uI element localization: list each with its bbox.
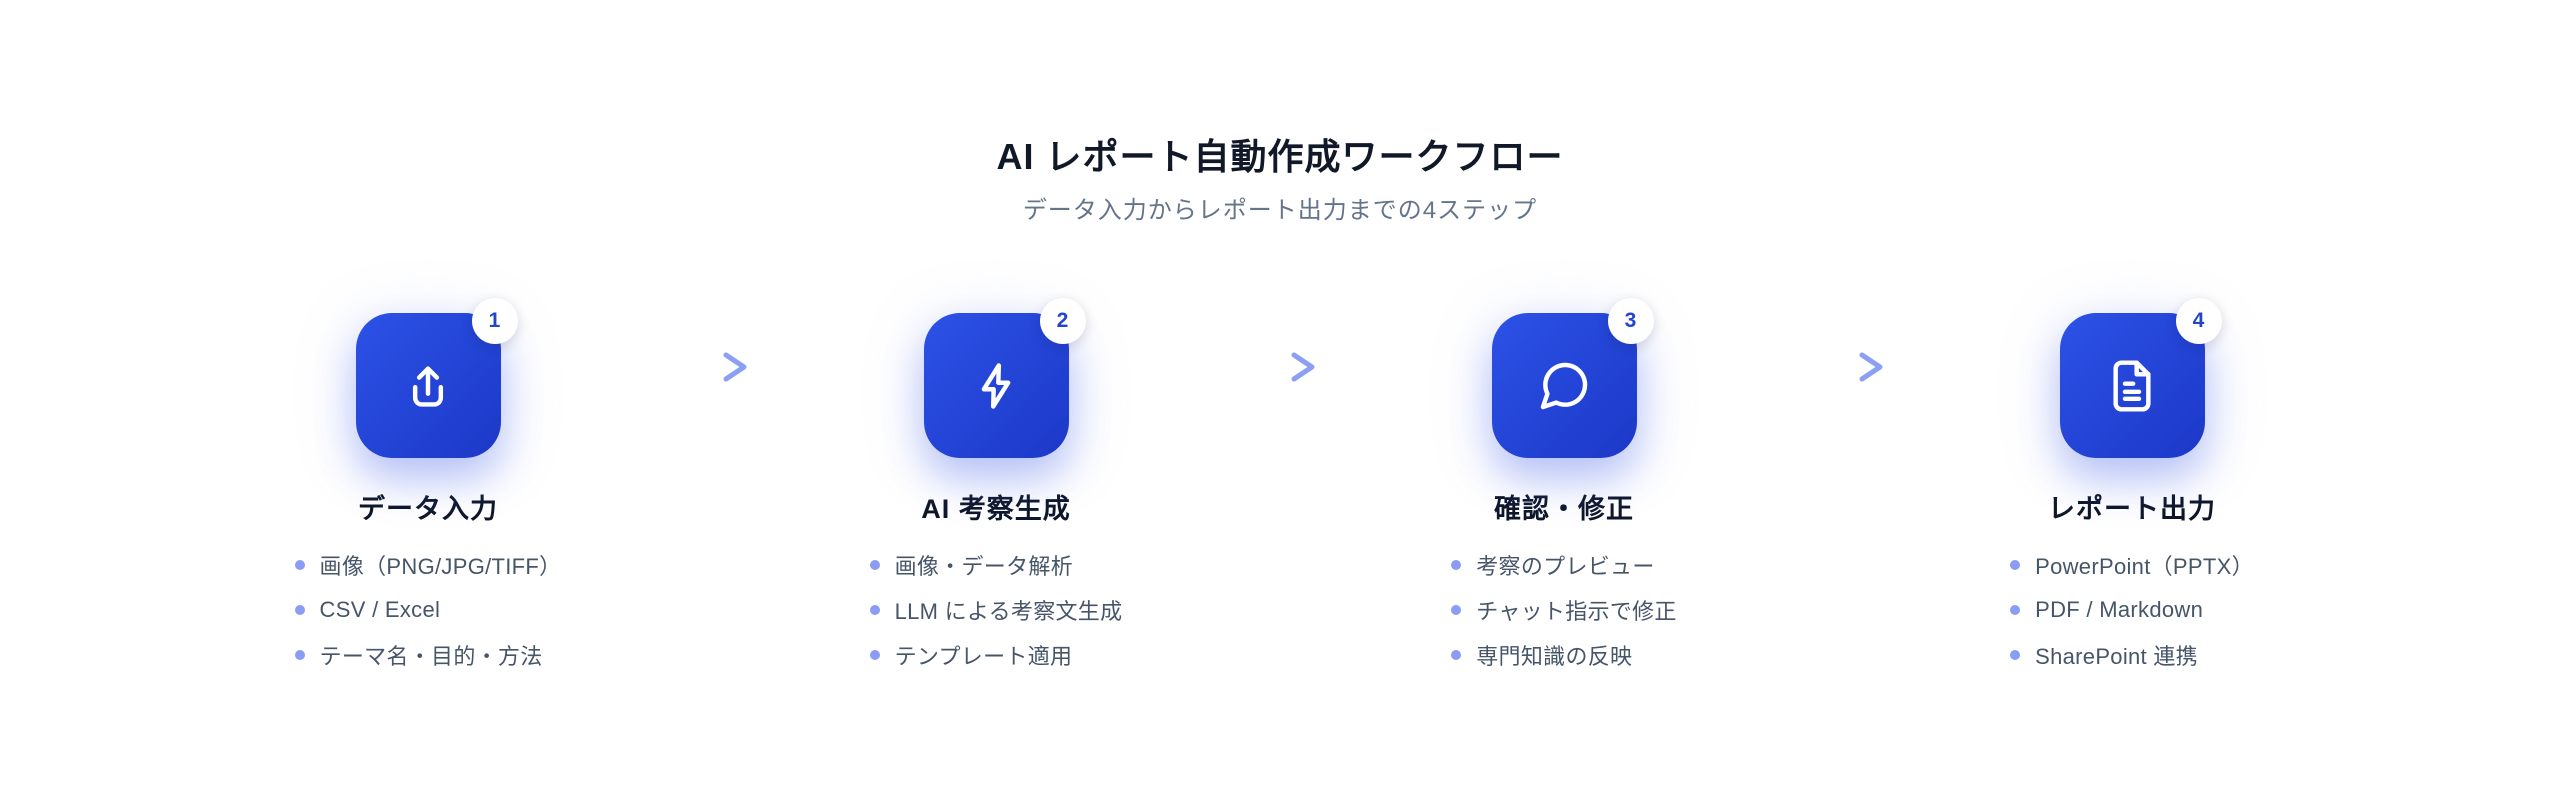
list-item-label: PDF / Markdown (2035, 596, 2204, 622)
upload-icon (412, 366, 444, 407)
step-feature-list: 考察のプレビュー チャット指示で修正 専門知識の反映 (1451, 542, 1676, 677)
bullet-dot-icon (1451, 649, 1462, 660)
list-item: 画像・データ解析 (869, 542, 1123, 587)
list-item: 専門知識の反映 (1451, 632, 1676, 677)
list-item: 画像（PNG/JPG/TIFF） (294, 542, 562, 587)
step-title: レポート出力 (2048, 494, 2216, 524)
bullet-dot-icon (869, 559, 880, 570)
step-review-edit: 3 確認・修正 考察のプレビュー チャット指示で修正 専門知識の反映 (1404, 298, 1724, 677)
list-item-label: SharePoint 連携 (2035, 643, 2198, 669)
diagram-header: AI レポート自動作成ワークフロー データ入力からレポート出力までの4ステップ (0, 0, 2560, 226)
bullet-dot-icon (2010, 559, 2021, 570)
list-item-label: 画像・データ解析 (894, 553, 1073, 579)
step-title: AI 考察生成 (921, 494, 1071, 524)
workflow-steps-row: 1 データ入力 画像（PNG/JPG/TIFF） CSV / Excel テーマ… (268, 298, 2292, 677)
step-number-badge: 4 (2175, 298, 2222, 344)
step-ai-generation: 2 AI 考察生成 画像・データ解析 LLM による考察文生成 テンプレート適用 (836, 298, 1156, 677)
list-item-label: テーマ名・目的・方法 (319, 643, 543, 669)
list-item-label: CSV / Excel (319, 596, 441, 622)
list-item: CSV / Excel (294, 587, 562, 632)
step-title: データ入力 (358, 494, 498, 524)
list-item: チャット指示で修正 (1451, 587, 1676, 632)
list-item: 考察のプレビュー (1451, 542, 1676, 587)
bullet-dot-icon (2010, 649, 2021, 660)
list-item-label: 考察のプレビュー (1476, 553, 1655, 579)
list-item: LLM による考察文生成 (869, 587, 1123, 632)
step-title: 確認・修正 (1494, 494, 1634, 524)
step-feature-list: 画像（PNG/JPG/TIFF） CSV / Excel テーマ名・目的・方法 (294, 542, 562, 677)
list-item-label: チャット指示で修正 (1476, 598, 1677, 624)
list-item-label: 専門知識の反映 (1476, 643, 1633, 669)
arrow-connector-3 (1724, 313, 1972, 387)
bullet-dot-icon (869, 649, 880, 660)
bullet-dot-icon (294, 559, 305, 570)
step-feature-list: 画像・データ解析 LLM による考察文生成 テンプレート適用 (869, 542, 1123, 677)
step-number-badge: 3 (1607, 298, 1654, 344)
list-item-label: PowerPoint（PPTX） (2035, 553, 2254, 579)
step-number-badge: 1 (471, 298, 518, 344)
list-item-label: テンプレート適用 (894, 643, 1073, 669)
step-1-tile: 1 (355, 298, 518, 458)
list-item: テンプレート適用 (869, 632, 1123, 677)
bullet-dot-icon (294, 604, 305, 615)
step-4-tile: 4 (2059, 298, 2222, 458)
page-title: AI レポート自動作成ワークフロー (996, 136, 1564, 177)
arrow-right-icon (1232, 352, 1315, 382)
step-data-input: 1 データ入力 画像（PNG/JPG/TIFF） CSV / Excel テーマ… (268, 298, 588, 677)
bullet-dot-icon (2010, 604, 2021, 615)
arrow-connector-2 (1156, 313, 1404, 387)
bullet-dot-icon (1451, 604, 1462, 615)
bullet-dot-icon (869, 604, 880, 615)
step-report-output: 4 レポート出力 PowerPoint（PPTX） PDF / Markdown… (1972, 298, 2292, 677)
list-item: PDF / Markdown (2010, 587, 2254, 632)
page-subtitle: データ入力からレポート出力までの4ステップ (1022, 197, 1538, 224)
bullet-dot-icon (1451, 559, 1462, 570)
list-item-label: 画像（PNG/JPG/TIFF） (319, 553, 562, 579)
lightning-icon (981, 362, 1011, 409)
list-item: SharePoint 連携 (2010, 632, 2254, 677)
arrow-right-icon (664, 352, 747, 382)
list-item: テーマ名・目的・方法 (294, 632, 562, 677)
bullet-dot-icon (294, 649, 305, 660)
arrow-connector-1 (588, 313, 836, 387)
step-feature-list: PowerPoint（PPTX） PDF / Markdown SharePoi… (2010, 542, 2254, 677)
list-item: PowerPoint（PPTX） (2010, 542, 2254, 587)
list-item-label: LLM による考察文生成 (894, 598, 1123, 624)
chat-bubble-icon (1540, 362, 1588, 409)
step-3-tile: 3 (1491, 298, 1654, 458)
document-icon (2113, 359, 2151, 412)
arrow-right-icon (1800, 352, 1883, 382)
step-number-badge: 2 (1039, 298, 1086, 344)
step-2-tile: 2 (923, 298, 1086, 458)
